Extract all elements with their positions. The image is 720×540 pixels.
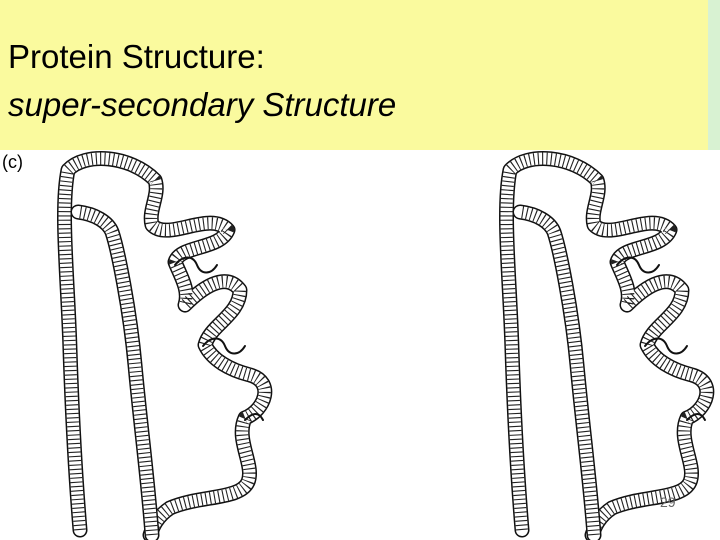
inner-strand-ribbon-hatch [77, 206, 158, 536]
main-chain-ribbon-fill [500, 152, 713, 540]
slide-title: Protein Structure: [8, 38, 265, 75]
panel-label: (c) [2, 152, 23, 172]
protein-ribbon-left-view [40, 150, 276, 540]
protein-ribbon-right-view [482, 150, 718, 540]
main-chain-ribbon-fill [58, 152, 271, 540]
protein-ribbon-left-svg [57, 151, 273, 540]
ribbon-group-left [57, 151, 273, 540]
helix-turn-2 [202, 337, 246, 355]
inner-strand-ribbon-hatch [519, 206, 600, 536]
slide-subtitle: super-secondary Structure [8, 86, 397, 123]
page-number: 29 [660, 494, 676, 510]
helix-turn-1 [616, 256, 660, 274]
ribbon-group-right [499, 151, 715, 540]
helix-turn-1 [174, 256, 218, 274]
title-band-edge [708, 0, 720, 150]
title-band [0, 0, 708, 150]
helix-turn-3 [686, 413, 706, 421]
protein-ribbon-right-svg [499, 151, 715, 540]
helix-turn-3 [244, 413, 264, 421]
helix-turn-2 [644, 337, 688, 355]
